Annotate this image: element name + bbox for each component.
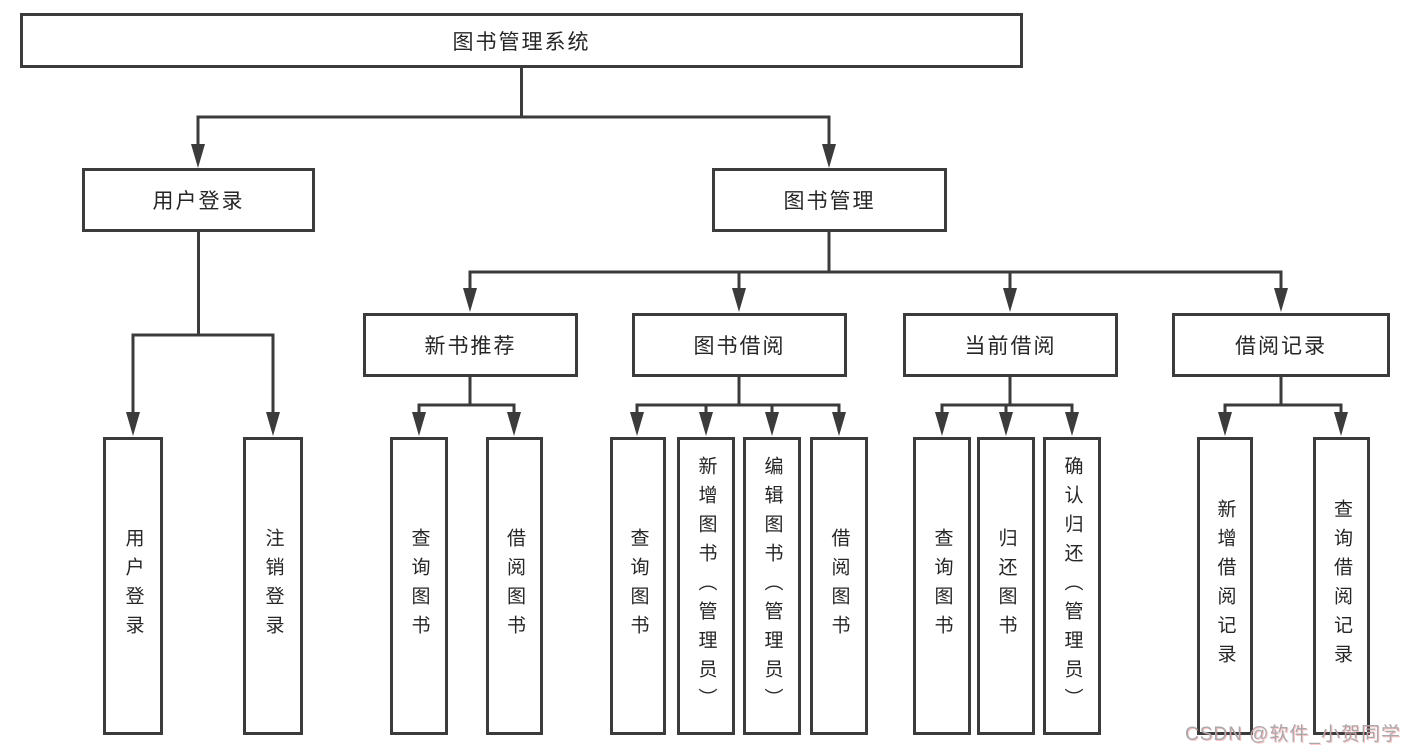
csdn-watermark: CSDN @软件_小贺同学 [1185, 724, 1401, 745]
leaf-label: 新增图书（管理员） [695, 455, 717, 717]
arrowhead [935, 412, 949, 436]
leaf-label: 用户登录 [122, 528, 144, 644]
arrowhead [699, 412, 713, 436]
arrowhead [1065, 412, 1079, 436]
leaf-edit-books-admin: 编辑图书（管理员） [743, 437, 801, 735]
connector-book-borrow [635, 377, 841, 418]
leaf-label: 查询图书 [627, 528, 649, 644]
leaf-label: 借阅图书 [504, 528, 525, 644]
leaf-query-books: 查询图书 [610, 437, 666, 735]
node-label: 新书推荐 [424, 335, 517, 358]
connector-root [196, 68, 831, 150]
leaf-label: 编辑图书（管理员） [761, 455, 783, 717]
arrowhead [832, 412, 846, 436]
leaf-query-books: 查询图书 [390, 437, 448, 735]
leaf-confirm-return-admin: 确认归还（管理员） [1043, 437, 1101, 735]
arrowhead [822, 144, 836, 168]
leaf-add-books-admin: 新增图书（管理员） [677, 437, 735, 735]
connector-current-borrow [940, 377, 1074, 418]
leaf-borrow-books: 借阅图书 [810, 437, 868, 735]
node-new-book-recommendation: 新书推荐 [363, 313, 578, 377]
node-book-management: 图书管理 [712, 168, 947, 232]
leaf-label: 查询图书 [408, 528, 430, 644]
arrowhead [1274, 288, 1288, 312]
arrowhead [630, 412, 644, 436]
arrowhead [507, 412, 521, 436]
node-label: 当前借阅 [964, 335, 1057, 358]
node-label: 图书管理 [783, 190, 876, 213]
leaf-add-borrow-record: 新增借阅记录 [1197, 437, 1253, 735]
arrowhead [1218, 412, 1232, 436]
node-label: 用户登录 [152, 190, 245, 213]
arrowhead [126, 412, 140, 436]
leaf-label: 新增借阅记录 [1214, 499, 1236, 673]
leaf-logout: 注销登录 [243, 437, 303, 735]
leaf-query-books: 查询图书 [913, 437, 971, 735]
arrowhead [732, 288, 746, 312]
leaf-label: 查询借阅记录 [1331, 499, 1352, 673]
node-current-borrowing: 当前借阅 [903, 313, 1118, 377]
arrowhead [266, 412, 280, 436]
arrowhead [463, 288, 477, 312]
leaf-query-borrow-record: 查询借阅记录 [1313, 437, 1370, 735]
arrowhead [765, 412, 779, 436]
node-library-system: 图书管理系统 [20, 13, 1023, 68]
connector-new-book-rec [417, 377, 516, 418]
leaf-label: 注销登录 [262, 528, 284, 644]
arrowheads [126, 144, 1348, 436]
node-borrowing-records: 借阅记录 [1172, 313, 1390, 377]
node-label: 借阅记录 [1235, 335, 1327, 358]
leaf-user-login: 用户登录 [103, 437, 163, 735]
connector-user-login [131, 232, 275, 418]
arrowhead [999, 412, 1013, 436]
connector-book-mgmt [468, 232, 1283, 295]
leaf-label: 借阅图书 [828, 528, 850, 644]
arrowhead [1334, 412, 1348, 436]
leaf-return-books: 归还图书 [977, 437, 1035, 735]
node-label: 图书管理系统 [452, 30, 591, 54]
leaf-label: 归还图书 [995, 528, 1017, 644]
connector-borrow-records [1223, 377, 1343, 418]
arrowhead [412, 412, 426, 436]
leaf-label: 查询图书 [931, 528, 953, 644]
arrowhead [191, 144, 205, 168]
node-user-login: 用户登录 [82, 168, 315, 232]
arrowhead [1003, 288, 1017, 312]
leaf-label: 确认归还（管理员） [1061, 455, 1083, 717]
node-label: 图书借阅 [693, 335, 786, 358]
node-book-borrowing: 图书借阅 [632, 313, 847, 377]
leaf-borrow-books: 借阅图书 [486, 437, 543, 735]
